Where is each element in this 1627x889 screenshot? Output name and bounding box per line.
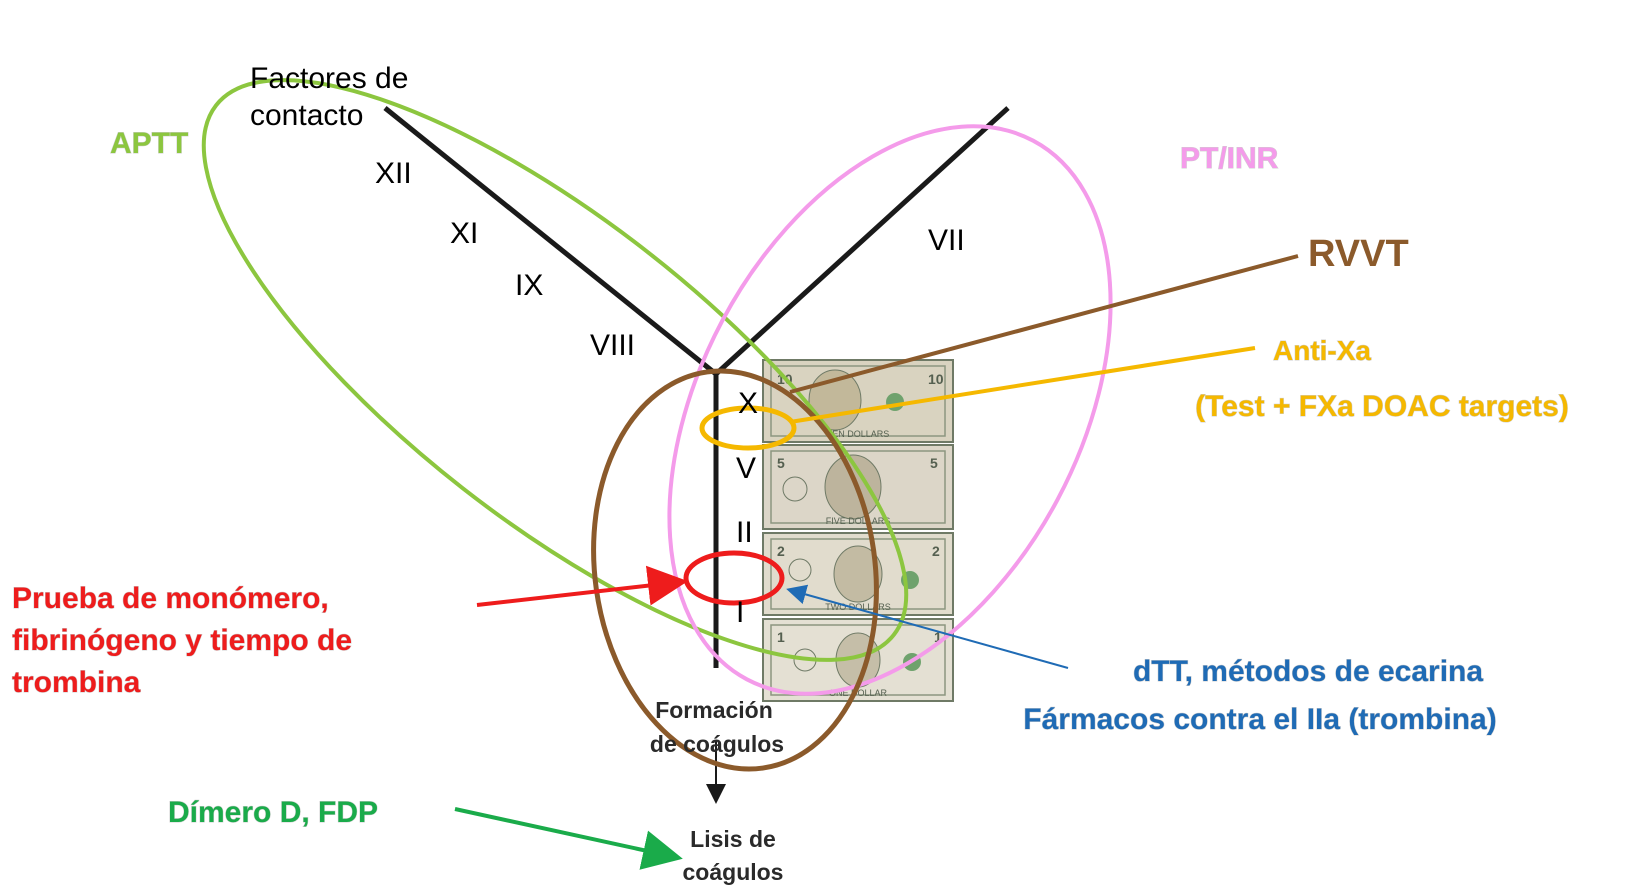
dtt-label-line1: dTT, métodos de ecarina bbox=[1133, 655, 1483, 688]
banknote-5-word: FIVE DOLLARS bbox=[826, 516, 891, 526]
factor-ii-label: II bbox=[736, 516, 753, 549]
aptt-ellipse bbox=[201, 78, 909, 662]
factor-ix-label: IX bbox=[515, 269, 543, 302]
banknote-10-denomination-right: 10 bbox=[928, 371, 944, 387]
factor-xi-label: XI bbox=[450, 217, 478, 250]
monomer-label-line1: Prueba de monómero, bbox=[12, 582, 329, 615]
monomer-arrow bbox=[476, 565, 688, 607]
aptt-label: APTT bbox=[110, 127, 188, 160]
contact-factors-label-line1: Factores de bbox=[250, 62, 408, 95]
extrinsic-pathway-line bbox=[714, 106, 1010, 376]
antixa-connector bbox=[789, 346, 1256, 424]
banknote-2: 2 2 TWO DOLLARS bbox=[762, 532, 954, 616]
antixa-label-line1: Anti-Xa bbox=[1273, 335, 1371, 366]
factor-i-label: I bbox=[736, 596, 744, 629]
factor-vii-label: VII bbox=[928, 224, 965, 257]
contact-factors-label-line2: contacto bbox=[250, 99, 363, 132]
ddimer-label: Dímero D, FDP bbox=[168, 796, 378, 829]
banknote-1-denomination-right: 1 bbox=[934, 629, 942, 645]
banknote-1-word: ONE DOLLAR bbox=[829, 688, 888, 698]
intrinsic-pathway-line bbox=[383, 106, 718, 376]
banknote-5-denomination-right: 5 bbox=[930, 455, 938, 471]
ddimer-arrow bbox=[454, 807, 683, 870]
banknote-1-denomination: 1 bbox=[777, 629, 785, 645]
ptinr-label: PT/INR bbox=[1180, 142, 1279, 175]
ptinr-ellipse bbox=[667, 124, 1113, 696]
factor-xii-label: XII bbox=[375, 157, 412, 190]
clot-lysis-label-line1: Lisis de bbox=[690, 826, 776, 852]
banknote-2-denomination-right: 2 bbox=[932, 543, 940, 559]
monomer-label-line3: trombina bbox=[12, 666, 141, 699]
dtt-arrow bbox=[786, 584, 1069, 669]
dtt-label-line2: Fármacos contra el IIa (trombina) bbox=[1023, 703, 1496, 736]
factor-viii-label: VIII bbox=[590, 329, 635, 362]
clot-formation-label-line1: Formación bbox=[655, 697, 773, 723]
antixa-ellipse bbox=[699, 405, 797, 451]
banknote-5-denomination: 5 bbox=[777, 455, 785, 471]
banknote-2-word: TWO DOLLARS bbox=[825, 602, 891, 612]
rvvt-connector bbox=[789, 254, 1299, 394]
monomer-label-line2: fibrinógeno y tiempo de bbox=[12, 624, 352, 657]
factor-x-label: X bbox=[738, 387, 758, 420]
factor-v-label: V bbox=[736, 452, 756, 485]
banknote-10-word: TEN DOLLARS bbox=[827, 429, 890, 439]
clot-lysis-label-line2: coágulos bbox=[683, 859, 784, 885]
clot-formation-label-line2: de coágulos bbox=[650, 731, 784, 757]
coagulation-pathway bbox=[383, 106, 1010, 804]
antixa-label-line2: (Test + FXa DOAC targets) bbox=[1195, 390, 1569, 423]
banknote-2-denomination: 2 bbox=[777, 543, 785, 559]
rvvt-label: RVVT bbox=[1308, 233, 1409, 275]
